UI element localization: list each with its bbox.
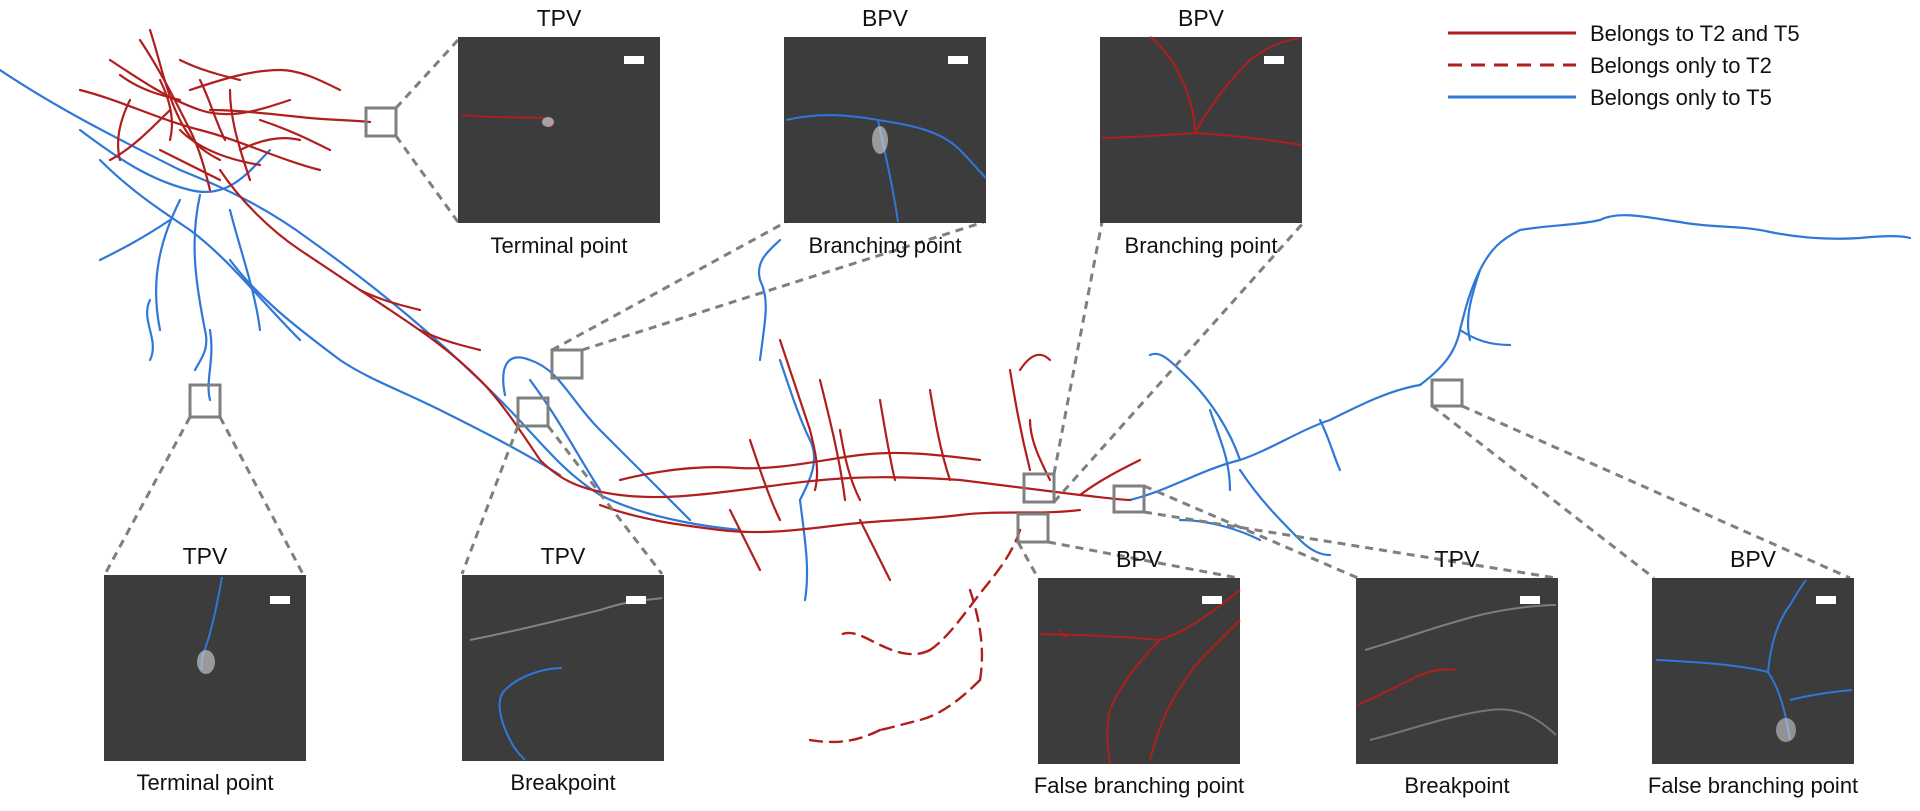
inset-bot4: TPV Breakpoint bbox=[1356, 546, 1558, 798]
micrograph-image bbox=[462, 575, 664, 761]
roi-box-bot4 bbox=[1112, 484, 1146, 514]
legend-label-t5-only: Belongs only to T5 bbox=[1590, 85, 1772, 110]
inset-top1: TPV Terminal point bbox=[458, 5, 660, 258]
inset-caption: Terminal point bbox=[491, 233, 628, 258]
inset-caption: Branching point bbox=[809, 233, 962, 258]
scale-bar bbox=[1202, 596, 1222, 604]
inset-tag: TPV bbox=[537, 5, 582, 31]
scale-bar bbox=[624, 56, 644, 64]
legend-label-t2-only: Belongs only to T2 bbox=[1590, 53, 1772, 78]
inset-caption: Terminal point bbox=[137, 770, 274, 795]
inset-tag: BPV bbox=[862, 5, 909, 31]
inset-caption: Breakpoint bbox=[510, 770, 615, 795]
inset-caption: Branching point bbox=[1125, 233, 1278, 258]
inset-caption: Breakpoint bbox=[1404, 773, 1509, 798]
roi-box-bot3 bbox=[1016, 512, 1050, 544]
scale-bar bbox=[270, 596, 290, 604]
scale-bar bbox=[1520, 596, 1540, 604]
inset-bot3: BPV False branching point bbox=[1034, 546, 1244, 798]
legend-label-shared: Belongs to T2 and T5 bbox=[1590, 21, 1800, 46]
inset-caption: False branching point bbox=[1034, 773, 1244, 798]
roi-markers bbox=[188, 106, 1464, 544]
micrograph-image bbox=[458, 37, 660, 223]
legend-item-t2-only: Belongs only to T2 bbox=[1448, 53, 1772, 78]
roi-box-top3 bbox=[1022, 472, 1056, 504]
roi-box-top1 bbox=[364, 106, 398, 138]
scale-bar bbox=[948, 56, 968, 64]
legend-item-shared: Belongs to T2 and T5 bbox=[1448, 21, 1800, 46]
inset-top3: BPV Branching point bbox=[1100, 5, 1303, 258]
micrograph-image bbox=[1038, 578, 1240, 764]
legend-item-t5-only: Belongs only to T5 bbox=[1448, 85, 1772, 110]
neuron-traces bbox=[0, 28, 1912, 744]
legend: Belongs to T2 and T5 Belongs only to T2 … bbox=[1448, 21, 1800, 110]
inset-tag: TPV bbox=[183, 543, 228, 569]
inset-bot5: BPV False branching point bbox=[1648, 546, 1858, 798]
t2-only-branches bbox=[808, 528, 1022, 744]
micrograph-image bbox=[1100, 37, 1302, 223]
inset-bot1: TPV Terminal point bbox=[104, 543, 306, 795]
micrograph-image bbox=[1652, 578, 1854, 764]
micrograph-image bbox=[1356, 578, 1558, 764]
roi-box-top2 bbox=[550, 348, 584, 380]
inset-tag: TPV bbox=[1435, 546, 1480, 572]
inset-tag: TPV bbox=[541, 543, 586, 569]
inset-bot2: TPV Breakpoint bbox=[462, 543, 664, 795]
roi-box-bot2 bbox=[516, 396, 550, 428]
shared-branches bbox=[78, 28, 1142, 582]
inset-tag: BPV bbox=[1730, 546, 1777, 572]
t5-only-branches bbox=[0, 68, 1912, 602]
scale-bar bbox=[1816, 596, 1836, 604]
roi-box-bot5 bbox=[1430, 378, 1464, 408]
scale-bar bbox=[1264, 56, 1284, 64]
inset-tag: BPV bbox=[1178, 5, 1225, 31]
inset-caption: False branching point bbox=[1648, 773, 1858, 798]
inset-connectors bbox=[102, 38, 1851, 580]
scale-bar bbox=[626, 596, 646, 604]
inset-tag: BPV bbox=[1116, 546, 1163, 572]
roi-box-bot1 bbox=[188, 383, 222, 419]
inset-top2: BPV Branching point bbox=[784, 5, 987, 258]
